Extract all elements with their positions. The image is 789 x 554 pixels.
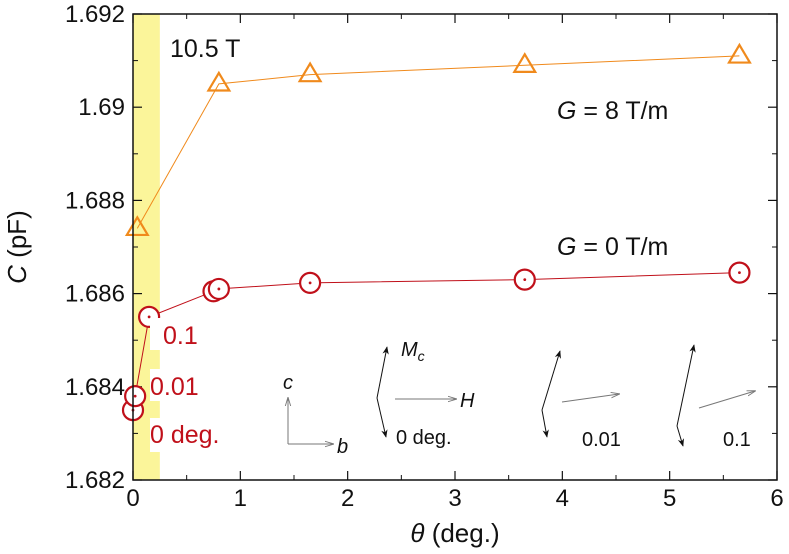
x-tick-label: 1	[234, 485, 247, 512]
inset-01: 0.1	[676, 344, 755, 451]
tick-labels: 0 1 2 3 4 5 6 1.682 1.684 1.686 1.688 1.69 1.692	[65, 1, 784, 512]
angle-label-001: 0.01	[582, 429, 621, 451]
circle-point-dot	[738, 271, 741, 275]
x-tick-label: 2	[341, 485, 354, 512]
circle-point-dot	[147, 315, 151, 319]
y-tick-label: 1.688	[65, 187, 125, 214]
g8-annotation: G = 8 T/m	[557, 97, 668, 125]
field-annotation: 10.5 T	[170, 35, 240, 63]
b-axis-label: b	[337, 436, 348, 458]
inset-axes: c b	[283, 372, 348, 458]
c-axis-label: c	[283, 372, 293, 394]
triangle-point	[512, 52, 538, 73]
point-label-0deg: 0 deg.	[150, 421, 220, 449]
field-label: H	[460, 390, 475, 412]
plot-frame	[132, 13, 778, 481]
y-tick-label: 1.686	[65, 281, 125, 308]
series-line	[136, 55, 740, 229]
triangle-point	[727, 42, 752, 64]
circle-point-dot	[308, 281, 312, 285]
point-label-0.1: 0.1	[163, 322, 198, 350]
triangle-point	[297, 61, 323, 83]
circle-point-dot	[133, 394, 137, 398]
angle-label-0deg: 0 deg.	[396, 427, 452, 449]
y-tick-label: 1.69	[78, 94, 125, 121]
x-tick-label: 4	[556, 485, 569, 512]
x-axis-label: θ (deg.)	[410, 518, 499, 548]
circle-point-dot	[217, 287, 221, 291]
y-tick-label: 1.684	[65, 374, 125, 401]
label-bg-001	[150, 369, 216, 401]
triangle-point	[124, 215, 150, 237]
x-tick-label: 6	[770, 485, 783, 512]
moment-label: Mc	[401, 339, 425, 364]
y-axis-label: C (pF)	[2, 210, 32, 284]
x-tick-label: 3	[448, 485, 461, 512]
point-label-0.01: 0.01	[150, 373, 199, 401]
x-tick-label: 0	[126, 485, 139, 512]
triangle-point	[206, 70, 232, 92]
angle-label-01: 0.1	[723, 429, 751, 451]
label-bg-01	[150, 318, 200, 350]
inset-0deg: Mc H 0 deg.	[376, 339, 475, 449]
label-bg-0deg	[150, 418, 238, 452]
y-tick-label: 1.682	[65, 467, 125, 494]
series-marks	[121, 42, 752, 422]
x-tick-label: 5	[663, 485, 676, 512]
y-tick-label: 1.692	[65, 1, 125, 28]
inset-001: 0.01	[541, 350, 621, 451]
g0-annotation: G = 0 T/m	[557, 233, 668, 261]
circle-point-dot	[523, 278, 527, 282]
